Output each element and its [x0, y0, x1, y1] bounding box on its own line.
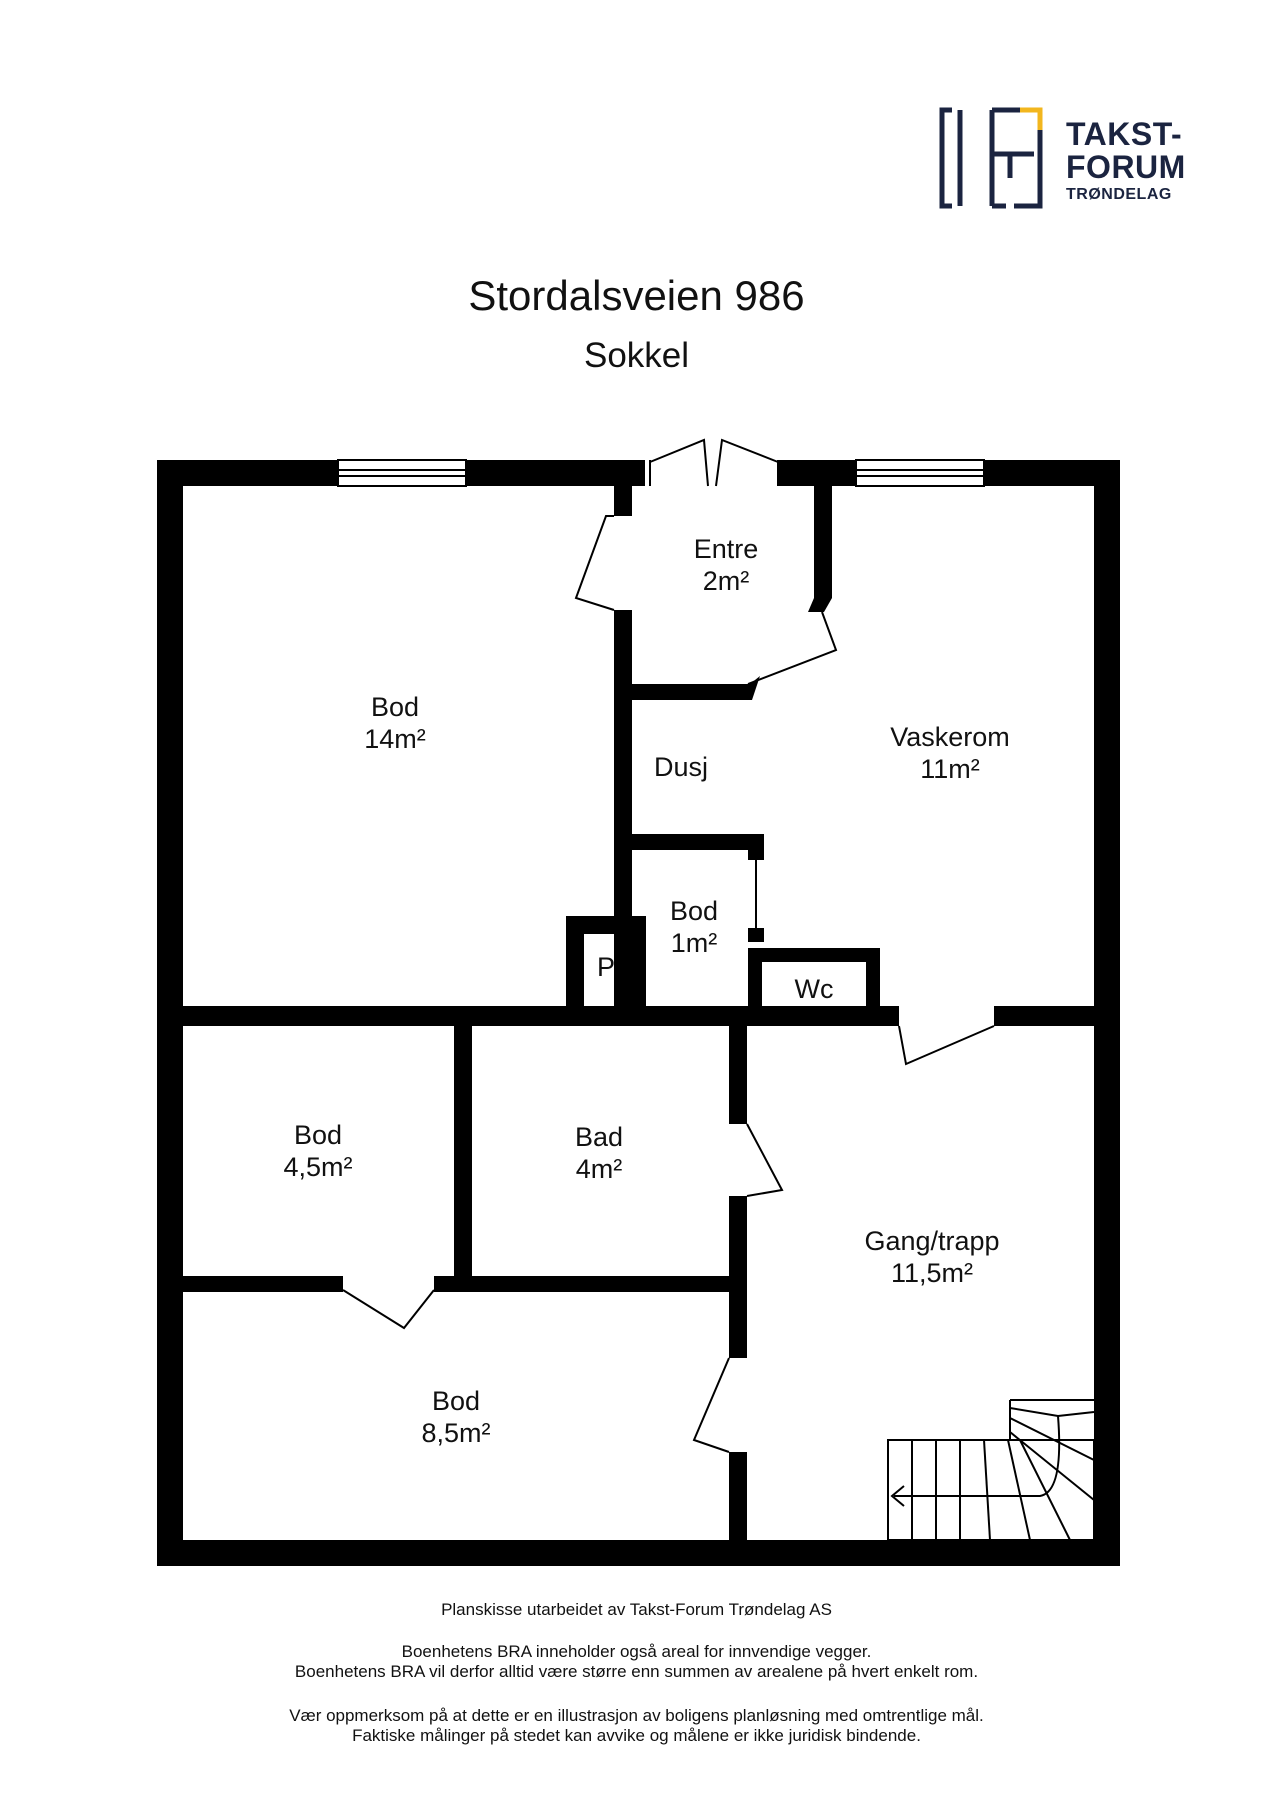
room-p-name: P	[597, 952, 615, 982]
logo-line1: TAKST-	[1066, 116, 1183, 152]
room-gang-area: 11,5m²	[891, 1258, 973, 1288]
room-bad-area: 4m²	[576, 1154, 623, 1184]
footer-bra-line2: Boenhetens BRA vil derfor alltid være st…	[294, 1662, 979, 1681]
room-gang-name: Gang/trapp	[864, 1226, 999, 1256]
walls	[157, 460, 1120, 1566]
takst-forum-logo	[939, 107, 1043, 209]
footer-bra-line1: Boenhetens BRA inneholder også areal for…	[401, 1642, 872, 1661]
footer-disclaimer-line1: Vær oppmerksom på at dette er en illustr…	[289, 1706, 984, 1725]
logo-line2: FORUM	[1066, 149, 1186, 185]
footer-disclaimer-line2: Faktiske målinger på stedet kan avvike o…	[352, 1726, 921, 1745]
room-bod-1-name: Bod	[670, 896, 718, 926]
room-bod-14-name: Bod	[371, 692, 419, 722]
page-subtitle: Sokkel	[583, 336, 690, 375]
room-bod-85-area: 8,5m²	[421, 1418, 490, 1448]
footer-credit: Planskisse utarbeidet av Takst-Forum Trø…	[441, 1600, 832, 1619]
room-bod-45-area: 4,5m²	[283, 1152, 352, 1182]
room-vaskerom-area: 11m²	[920, 754, 980, 784]
staircase	[887, 1399, 1095, 1541]
logo-wordmark: TAKST- FORUM TRØNDELAG	[1066, 118, 1186, 203]
room-bod-85-name: Bod	[432, 1386, 480, 1416]
room-entre-name: Entre	[694, 534, 759, 564]
room-dusj-name: Dusj	[654, 752, 708, 782]
room-vaskerom-name: Vaskerom	[890, 722, 1010, 752]
page-title: Stordalsveien 986	[468, 272, 805, 319]
room-entre-area: 2m²	[703, 566, 750, 596]
room-wc-name: Wc	[795, 974, 834, 1004]
room-bod-1-area: 1m²	[671, 928, 718, 958]
windows	[337, 459, 985, 487]
doors	[342, 438, 995, 1453]
room-labels: Bod 14m² Entre 2m² Vaskerom 11m² Dusj Bo…	[283, 534, 1009, 1448]
room-bod-45-name: Bod	[294, 1120, 342, 1150]
room-bad-name: Bad	[575, 1122, 623, 1152]
room-bod-14-area: 14m²	[364, 724, 426, 754]
logo-line3: TRØNDELAG	[1066, 186, 1172, 203]
